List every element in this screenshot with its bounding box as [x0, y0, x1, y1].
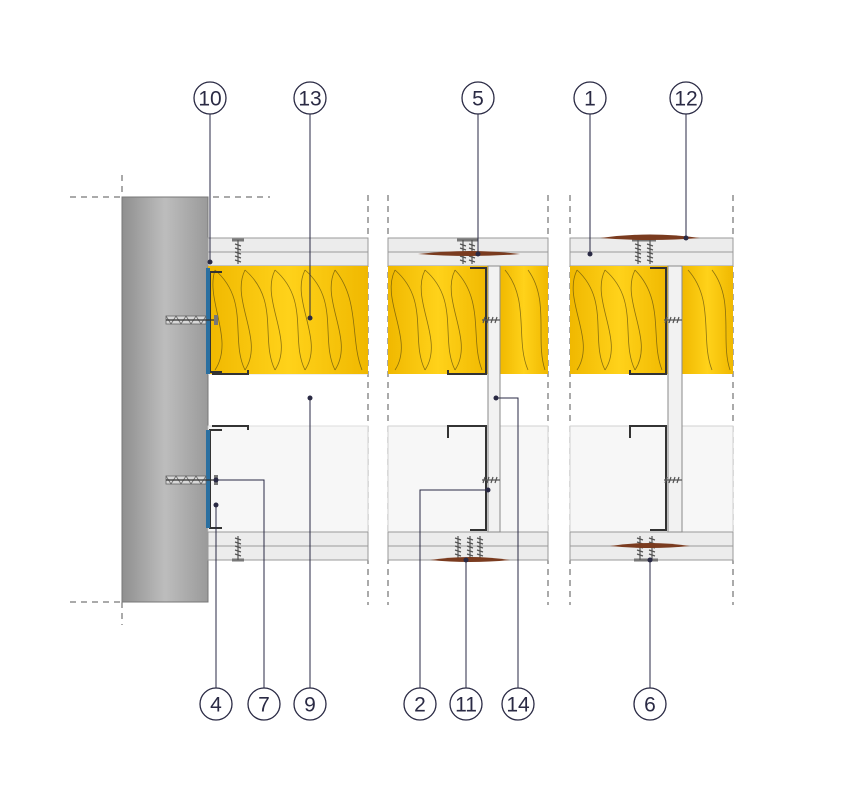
callout-13: 13	[293, 81, 327, 115]
callout-13-label: 13	[298, 88, 321, 111]
callout-7: 7	[247, 687, 281, 721]
callout-2-label: 2	[414, 694, 426, 717]
callout-14-label: 14	[506, 694, 530, 717]
callout-7-label: 7	[258, 694, 270, 717]
callout-12-label: 12	[674, 88, 697, 111]
callout-1-label: 1	[584, 88, 596, 111]
callout-9-label: 9	[304, 694, 316, 717]
callout-12: 12	[669, 81, 703, 115]
leader-dots	[207, 235, 689, 563]
callout-10: 10	[193, 81, 227, 115]
callout-4: 4	[199, 687, 233, 721]
callout-14: 14	[501, 687, 535, 721]
callout-5: 5	[461, 81, 495, 115]
callout-6: 6	[633, 687, 667, 721]
leader-lines	[209, 114, 687, 688]
callout-11-label: 11	[455, 694, 477, 717]
callout-10-label: 10	[198, 88, 221, 111]
sealing-strips	[206, 268, 210, 528]
mineral-wool-insulation	[208, 266, 733, 374]
concrete-wall	[121, 196, 209, 603]
lower-cavity	[207, 425, 734, 533]
callout-5-label: 5	[472, 88, 484, 111]
callout-6-label: 6	[644, 694, 656, 717]
callout-2: 2	[403, 687, 437, 721]
air-gap	[208, 373, 368, 427]
callout-11: 11	[449, 687, 483, 721]
callout-9: 9	[293, 687, 327, 721]
joint-tapes	[418, 234, 700, 562]
callout-4-label: 4	[210, 694, 222, 717]
callout-1: 1	[573, 81, 607, 115]
